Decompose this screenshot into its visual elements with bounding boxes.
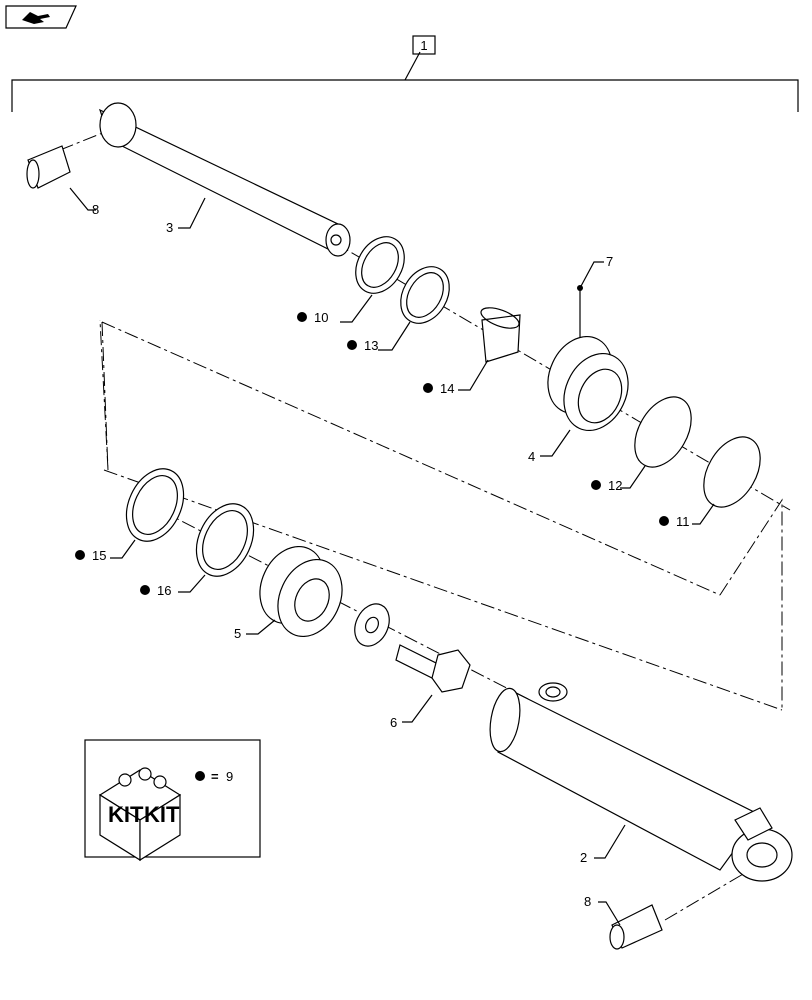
kit-box-text-right: KIT	[144, 802, 180, 827]
bolt-6	[395, 644, 471, 693]
assembly-callout-box	[412, 35, 436, 55]
kit-bullet	[423, 383, 433, 393]
leader-12	[620, 465, 646, 489]
assembly-bracket: 1	[11, 35, 799, 112]
pin-bushing-top	[26, 145, 71, 189]
part-label: 3	[166, 220, 173, 235]
leader-16	[178, 574, 206, 593]
seal-group-outline	[99, 319, 783, 711]
seal-ring-16	[195, 503, 255, 577]
kit-bullet	[659, 516, 669, 526]
cylinder-barrel	[489, 682, 793, 882]
kit-legend-frame	[84, 739, 261, 858]
o-ring-11	[703, 436, 761, 508]
leader-11	[692, 503, 715, 525]
leader-8-bottom	[598, 901, 621, 926]
part-label: 15	[92, 548, 106, 563]
part-label: 11	[676, 514, 690, 529]
kit-bullet	[75, 550, 85, 560]
kit-bullet	[591, 480, 601, 490]
clevis-end	[731, 828, 793, 882]
kit-number: 9	[226, 769, 233, 784]
kit-bullet	[347, 340, 357, 350]
kit-legend: KIT KIT = 9	[84, 739, 261, 862]
piston-rod	[98, 102, 351, 257]
part-label: 8	[584, 894, 591, 909]
washer	[354, 603, 390, 647]
leader-5	[246, 619, 276, 635]
leader-8-top	[69, 187, 96, 211]
leader-2	[594, 824, 626, 859]
seal-ring-15	[125, 468, 185, 542]
leader-6	[402, 694, 433, 723]
nav-icon-frame	[5, 5, 77, 29]
leader-13	[378, 321, 411, 351]
kit-box-icon: KIT KIT	[98, 767, 182, 862]
part-label: 8	[92, 202, 99, 217]
part-label: 4	[528, 449, 535, 464]
seal-ring-10	[355, 236, 405, 294]
leader-7	[579, 261, 604, 289]
leader-15	[110, 539, 136, 559]
part-label: 2	[580, 850, 587, 865]
part-label: 7	[606, 254, 613, 269]
kit-bullet	[195, 771, 205, 781]
seal-ring-13	[400, 266, 450, 324]
part-label: 13	[364, 338, 378, 353]
nav-icon-button[interactable]	[5, 5, 77, 29]
kit-bullet	[140, 585, 150, 595]
assembly-label: 1	[420, 38, 427, 53]
hand-pointing-icon	[22, 12, 50, 24]
o-ring-12	[634, 396, 692, 468]
gland-4	[547, 335, 629, 432]
piston-5	[259, 545, 343, 638]
part-label: 6	[390, 715, 397, 730]
pin-bushing-bottom	[609, 904, 663, 950]
port-fitting	[538, 682, 568, 702]
wear-bushing-14	[480, 307, 521, 363]
part-label: 14	[440, 381, 454, 396]
leader-10	[340, 294, 373, 323]
leader-4	[540, 429, 571, 457]
part-label: 5	[234, 626, 241, 641]
kit-box-text-left: KIT	[108, 802, 144, 827]
part-label: 16	[157, 583, 171, 598]
kit-bullet	[297, 312, 307, 322]
part-label: 10	[314, 310, 328, 325]
leader-3	[178, 197, 206, 229]
part-label: 12	[608, 478, 622, 493]
centerline-pin	[664, 869, 751, 921]
leader-14	[458, 359, 489, 391]
kit-equals: =	[211, 769, 219, 784]
